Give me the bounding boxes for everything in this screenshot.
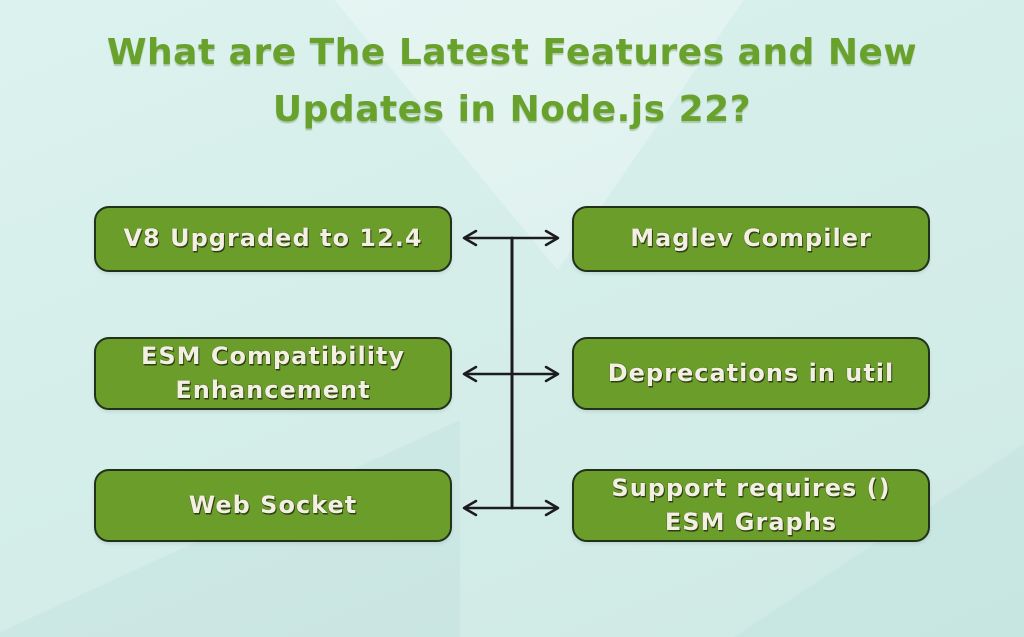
feature-label: Deprecations in util [607, 358, 895, 387]
feature-box-maglev-compiler: Maglev Compiler [572, 206, 930, 272]
double-arrow-row3 [462, 499, 560, 517]
double-arrow-row1 [462, 229, 560, 247]
feature-label: Maglev Compiler [630, 224, 872, 253]
feature-box-deprecations-util: Deprecations in util [572, 337, 930, 410]
page-title: What are The Latest Features and New Upd… [0, 24, 1024, 138]
double-arrow-row2 [462, 365, 560, 383]
feature-label: Web Socket [188, 490, 358, 519]
feature-box-web-socket: Web Socket [94, 469, 452, 542]
feature-label: V8 Upgraded to 12.4 [123, 224, 423, 253]
feature-label: ESM Compatibility Enhancement [140, 342, 406, 404]
feature-box-esm-compatibility: ESM Compatibility Enhancement [94, 337, 452, 410]
feature-box-v8-upgrade: V8 Upgraded to 12.4 [94, 206, 452, 272]
feature-box-support-require-esm: Support requires () ESM Graphs [572, 469, 930, 542]
feature-label: Support requires () ESM Graphs [611, 474, 891, 536]
page-title-line2: Updates in Node.js 22? [272, 89, 752, 130]
page-title-line1: What are The Latest Features and New [106, 32, 918, 73]
